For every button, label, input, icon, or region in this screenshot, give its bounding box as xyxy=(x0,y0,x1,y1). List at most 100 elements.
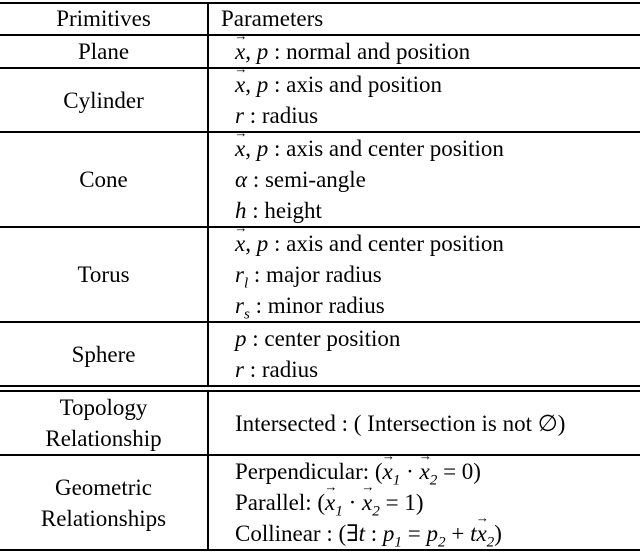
vector-arrow-icon: → xyxy=(234,28,248,44)
math-subscript: 2 xyxy=(437,533,446,551)
vector-arrow-icon: → xyxy=(324,479,338,495)
parameter-line: →x, p : normal and position xyxy=(234,29,640,67)
row-label: Cylinder xyxy=(63,87,144,113)
parameter-line: rs : minor radius xyxy=(235,290,640,323)
vector-variable: →x xyxy=(234,126,247,164)
text-run: : axis and position xyxy=(268,72,442,97)
text-run: , xyxy=(245,231,257,256)
parameter-line: Intersected : ( Intersection is not ∅) xyxy=(235,408,640,439)
parameters-cell: Perpendicular: (→x1 · →x2 = 0)Parallel: … xyxy=(208,449,640,551)
math-variable: x xyxy=(382,459,393,484)
parameter-line: Perpendicular: (→x1 · →x2 = 0) xyxy=(235,449,640,489)
vector-arrow-icon: → xyxy=(418,448,433,464)
vector-arrow-icon: → xyxy=(361,479,375,495)
parameter-line: α : semi-angle xyxy=(235,164,640,195)
math-variable: p xyxy=(256,72,269,97)
row-label: Topology xyxy=(59,395,148,420)
math-variable: x xyxy=(325,490,336,515)
math-subscript: 2 xyxy=(486,533,495,551)
text-run: : height xyxy=(246,198,322,223)
vector-arrow-icon: → xyxy=(234,61,248,77)
vector-variable: →x xyxy=(234,62,247,100)
text-run: : xyxy=(365,521,383,546)
parameters-cell: Intersected : ( Intersection is not ∅) xyxy=(208,385,640,456)
math-subscript: 1 xyxy=(392,471,401,489)
row-label: Torus xyxy=(77,262,130,287)
text-run: Intersected : ( Intersection is not ∅) xyxy=(235,410,566,436)
vector-variable: →x xyxy=(234,221,247,259)
row-label: Relationships xyxy=(40,505,167,531)
math-variable: t xyxy=(358,521,366,546)
vector-variable: →x xyxy=(324,480,337,518)
parameter-line: h : height xyxy=(235,195,640,226)
math-variable: p xyxy=(256,231,269,256)
row-label-cell: Torus xyxy=(0,227,209,323)
math-variable: r xyxy=(235,262,244,287)
vector-arrow-icon: → xyxy=(381,448,396,464)
text-run: = 1) xyxy=(379,490,424,515)
vector-arrow-icon: → xyxy=(234,125,248,141)
parameter-line: →x, p : axis and center position xyxy=(234,126,640,164)
row-label: Sphere xyxy=(71,341,136,367)
math-variable: r xyxy=(235,103,244,128)
text-run: : radius xyxy=(243,103,319,128)
row-label-cell: Cone xyxy=(0,132,209,228)
math-subscript: 1 xyxy=(394,533,402,551)
row-label: Relationship xyxy=(45,426,162,451)
math-variable: x xyxy=(235,231,246,256)
column-header-label: Parameters xyxy=(221,6,324,31)
math-variable: p xyxy=(426,521,438,546)
text-run: : semi-angle xyxy=(247,167,366,192)
math-variable: r xyxy=(235,357,244,382)
text-run: = 0) xyxy=(437,459,481,484)
vector-arrow-icon: → xyxy=(475,510,490,526)
parameter-line: →x, p : axis and center position xyxy=(234,221,640,259)
column-header-label: Primitives xyxy=(56,6,151,31)
math-variable: x xyxy=(235,39,246,64)
text-run: · xyxy=(400,459,420,484)
math-subscript: l xyxy=(243,274,249,292)
math-variable: p xyxy=(382,521,395,546)
math-variable: x xyxy=(235,72,246,97)
text-run: : normal and position xyxy=(268,39,471,64)
text-run: = xyxy=(402,521,427,546)
table-row: Plane →x, p : normal and position xyxy=(0,29,640,69)
parameter-line: rl : major radius xyxy=(235,259,640,292)
text-run: : center position xyxy=(246,326,401,351)
parameter-line: Parallel: (→x1 · →x2 = 1) xyxy=(235,480,640,520)
row-label: Geometric xyxy=(54,474,153,500)
math-variable: α xyxy=(235,167,248,192)
parameter-line: r : radius xyxy=(235,100,640,131)
text-run: Perpendicular: ( xyxy=(235,459,383,484)
row-label: Cone xyxy=(79,167,128,192)
math-variable: x xyxy=(419,459,430,484)
parameter-line: r : radius xyxy=(235,354,640,385)
column-header-parameters: Parameters xyxy=(208,3,640,36)
text-run: : axis and center position xyxy=(268,136,504,161)
parameter-line: →x, p : axis and position xyxy=(234,62,640,100)
header-row: Primitives Parameters xyxy=(0,3,640,36)
vector-variable: →x xyxy=(476,511,489,549)
row-label-cell: Cylinder xyxy=(0,68,209,133)
vector-variable: →x xyxy=(234,29,247,67)
math-variable: x xyxy=(476,521,487,546)
math-subscript: 1 xyxy=(335,502,343,520)
text-run: : radius xyxy=(243,357,319,382)
column-header-primitives: Primitives xyxy=(0,3,209,36)
row-label: Plane xyxy=(77,39,130,64)
math-subscript: s xyxy=(243,305,250,323)
math-variable: h xyxy=(235,198,247,223)
math-variable: p xyxy=(235,326,247,351)
text-run: ) xyxy=(494,521,502,546)
row-label-cell: Plane xyxy=(0,35,209,69)
math-subscript: 2 xyxy=(372,502,380,520)
